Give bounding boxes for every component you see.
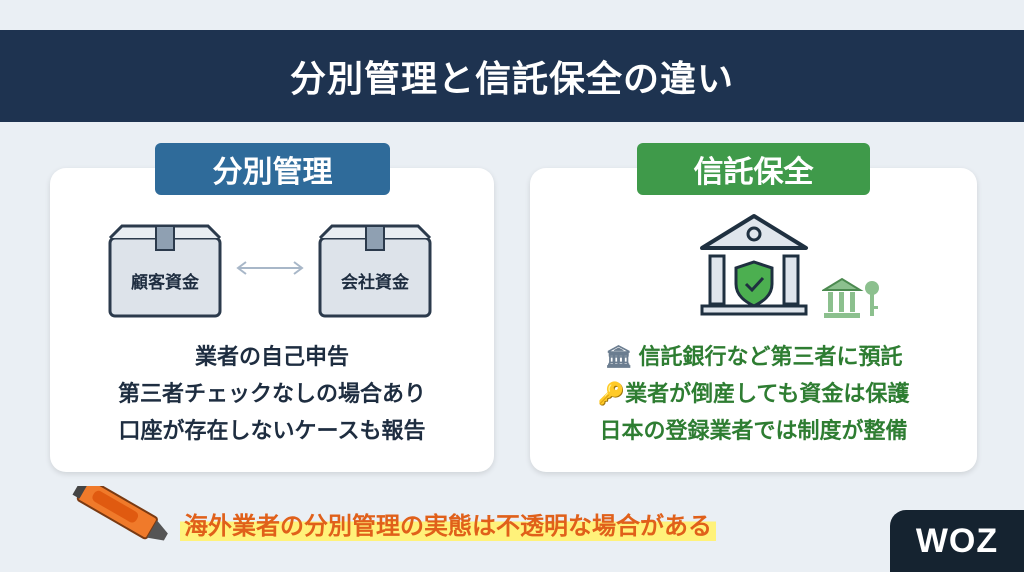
segregated-card: 顧客資金 会社資金 業者の自己申告 第三者チェックなしの場合あり 口座が存在しな… (50, 168, 494, 472)
right-line: 🔑業者が倒産しても資金は保護 (597, 381, 910, 406)
box-icon (318, 224, 432, 318)
title-bar: 分別管理と信託保全の違い (0, 30, 1024, 122)
customer-funds-box: 顧客資金 (108, 224, 222, 318)
brand-logo: WOZ (890, 510, 1024, 572)
right-line: 日本の登録業者では制度が整備 (599, 418, 908, 443)
bank-icon: 🏛 (604, 344, 639, 369)
company-funds-box: 会社資金 (318, 224, 432, 318)
box-icon (108, 224, 222, 318)
double-arrow-icon (236, 261, 304, 275)
bank-key-icon (822, 277, 879, 318)
bank-shield-icon (700, 214, 808, 316)
page-title: 分別管理と信託保全の違い (289, 58, 734, 99)
key-icon: 🔑 (597, 381, 626, 406)
box-label: 会社資金 (341, 273, 409, 292)
segregated-badge: 分別管理 (155, 143, 390, 195)
left-line: 業者の自己申告 (194, 344, 349, 369)
warning-note: 海外業者の分別管理の実態は不透明な場合がある (180, 506, 716, 541)
trust-badge: 信託保全 (637, 143, 870, 195)
right-line: 🏛 信託銀行など第三者に預託 (604, 344, 903, 369)
left-line: 第三者チェックなしの場合あり (117, 381, 426, 406)
box-label: 顧客資金 (131, 273, 199, 292)
highlighter-icon (72, 486, 168, 541)
left-line: 口座が存在しないケースも報告 (118, 418, 426, 443)
trust-card: 🏛 信託銀行など第三者に預託 🔑業者が倒産しても資金は保護 日本の登録業者では制… (530, 168, 977, 472)
